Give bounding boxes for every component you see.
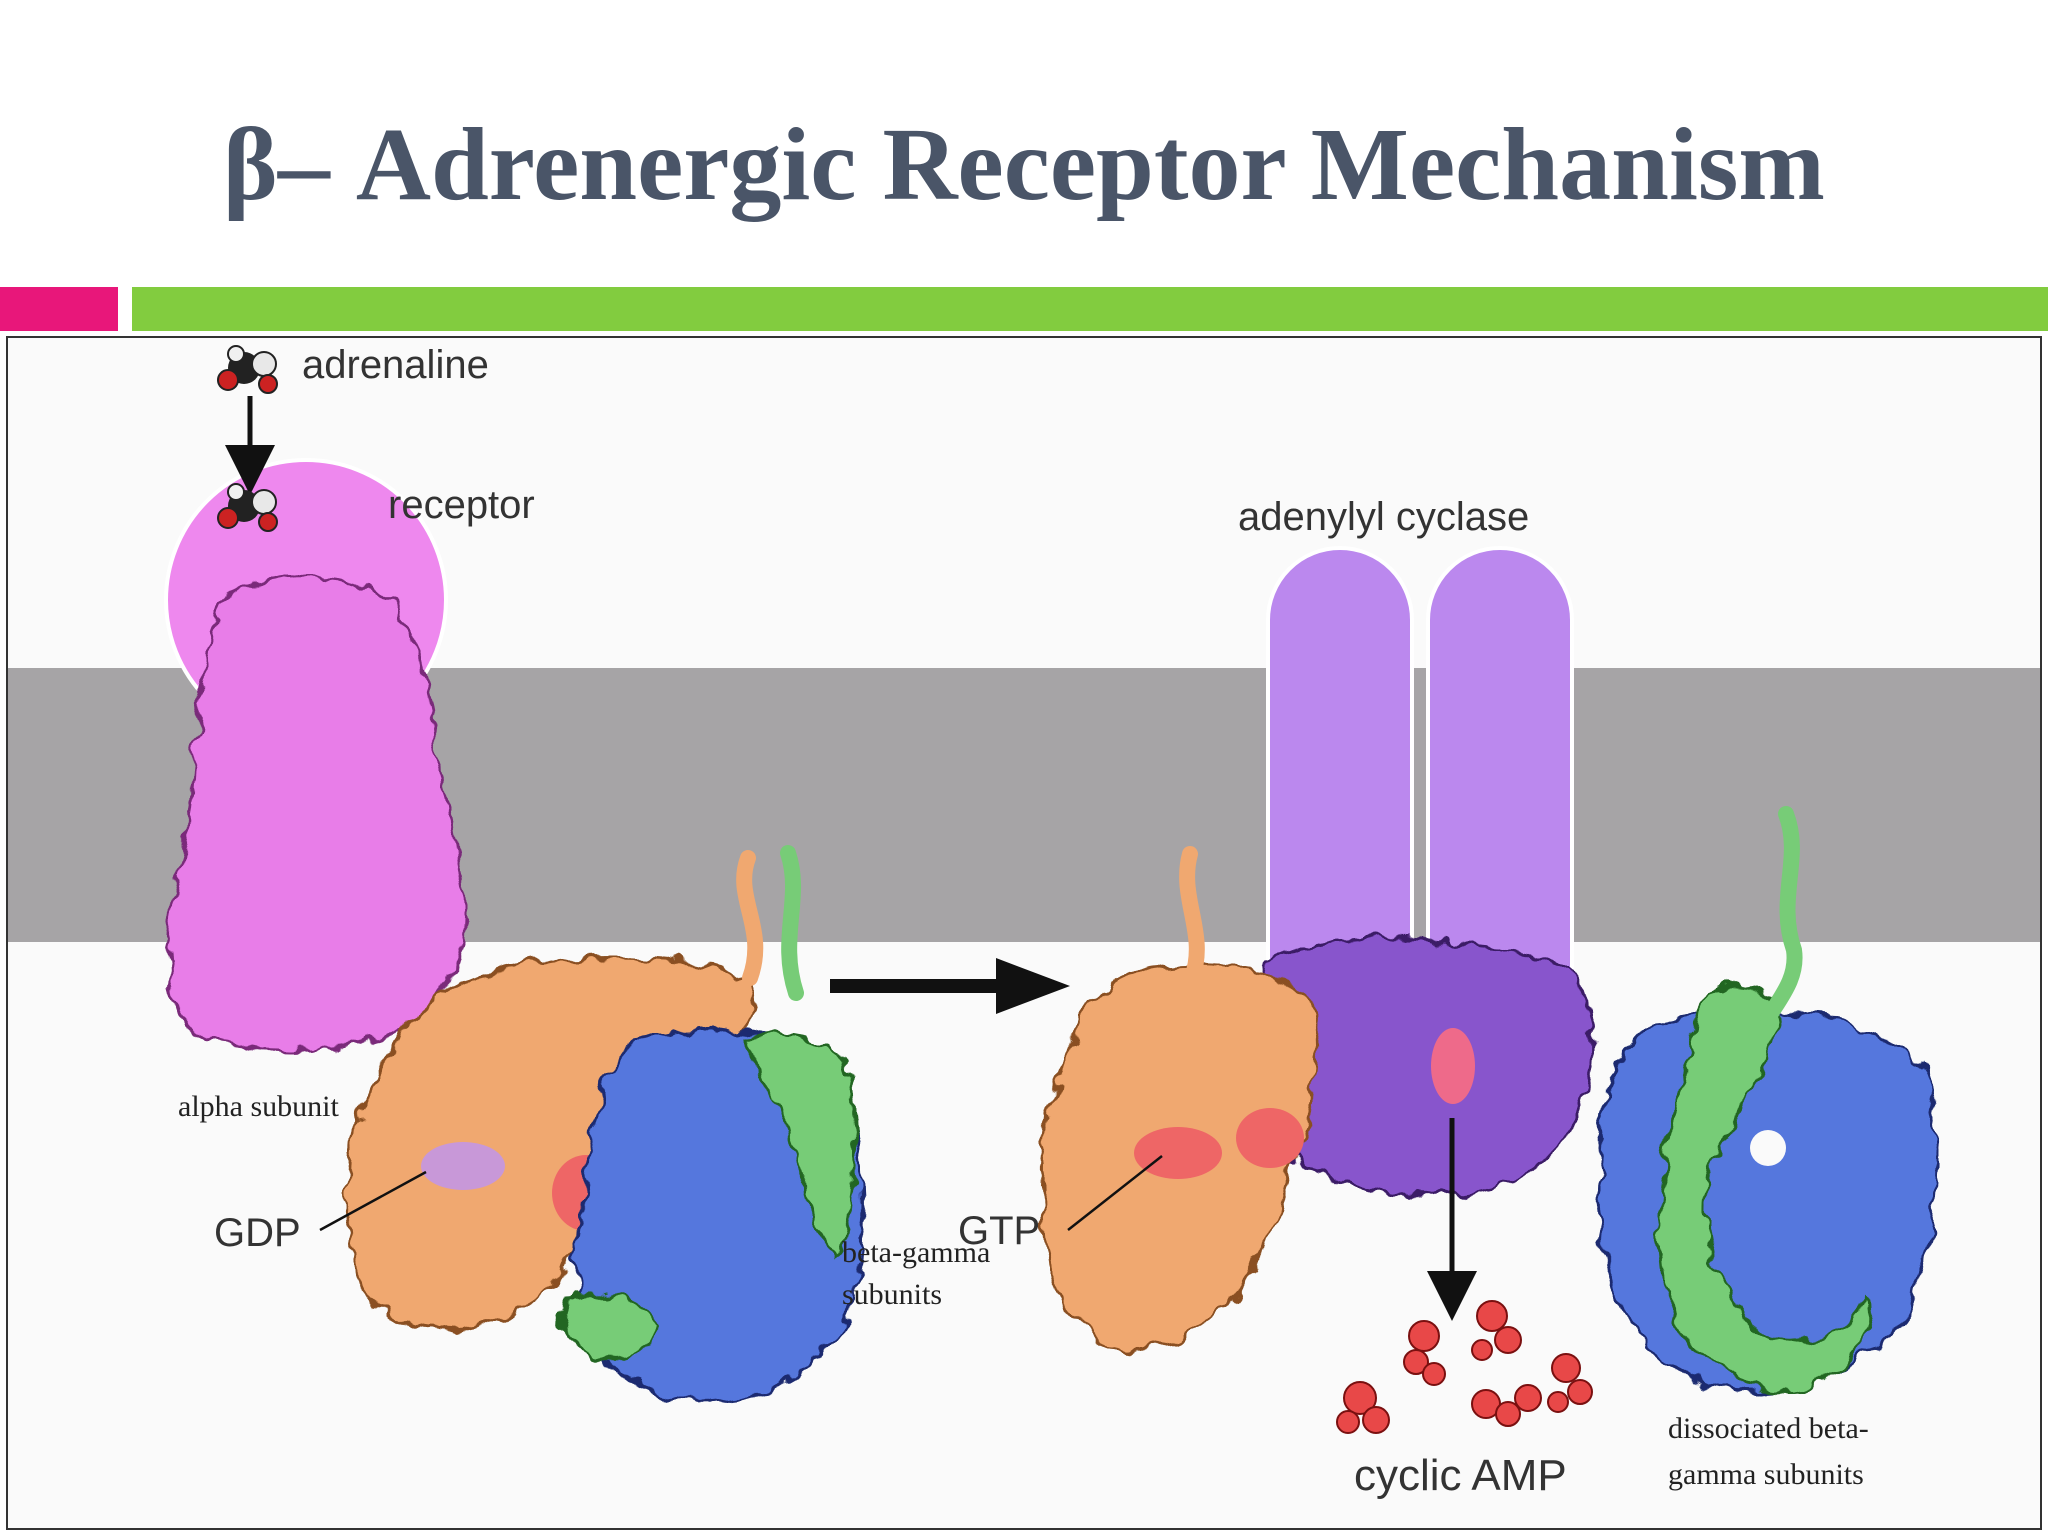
label-adrenaline: adrenaline bbox=[302, 343, 489, 387]
alpha-active-red-patch bbox=[1236, 1108, 1304, 1168]
slide-title: β– Adrenergic Receptor Mechanism bbox=[223, 107, 1825, 222]
label-gtp: GTP bbox=[958, 1209, 1040, 1253]
gtp-leader-line bbox=[1067, 1155, 1163, 1231]
active-alpha-lipid-anchor bbox=[1179, 846, 1205, 986]
receptor bbox=[164, 458, 466, 1052]
label-gdp: GDP bbox=[214, 1211, 301, 1255]
gtp-molecule bbox=[1134, 1127, 1222, 1179]
beta-propeller-center bbox=[1750, 1130, 1786, 1166]
label-adenylyl-cyclase: adenylyl cyclase bbox=[1238, 495, 1529, 539]
gdp-molecule bbox=[421, 1142, 505, 1190]
bound-adrenaline-icon bbox=[217, 483, 278, 532]
gamma-subunit-inactive bbox=[561, 1032, 857, 1360]
label-alpha-subunit: alpha subunit bbox=[178, 1090, 339, 1123]
gamma-lipid-anchor bbox=[780, 845, 804, 1001]
label-beta-gamma: beta-gamma bbox=[842, 1236, 990, 1269]
dissociated-gamma-lipid-anchor bbox=[1760, 806, 1803, 1026]
dissociated-gamma-subunit bbox=[1658, 982, 1872, 1391]
label-dissociated: dissociated beta- bbox=[1668, 1412, 1869, 1445]
activation-arrow-head bbox=[996, 958, 1070, 1014]
accent-bar-pink bbox=[0, 287, 118, 331]
label-dissociated-subunits: gamma subunits bbox=[1668, 1458, 1864, 1491]
label-cyclic-amp: cyclic AMP bbox=[1354, 1451, 1567, 1500]
dissociated-beta-subunit bbox=[1596, 1009, 1938, 1391]
adenylyl-cyclase bbox=[1256, 546, 1595, 1199]
alpha-lipid-anchor bbox=[736, 850, 764, 986]
mechanism-diagram: adrenaline receptor adenylyl cyclase alp… bbox=[8, 343, 2040, 1500]
label-beta-gamma-subunits: subunits bbox=[842, 1278, 942, 1311]
cyclic-amp-molecules bbox=[1336, 1300, 1593, 1434]
gdp-leader-line bbox=[319, 1170, 427, 1232]
accent-bar-green bbox=[132, 287, 2048, 331]
mechanism-figure: adrenaline receptor adenylyl cyclase alp… bbox=[6, 336, 2042, 1530]
label-receptor: receptor bbox=[388, 483, 535, 527]
adrenaline-molecule-icon bbox=[217, 345, 278, 394]
